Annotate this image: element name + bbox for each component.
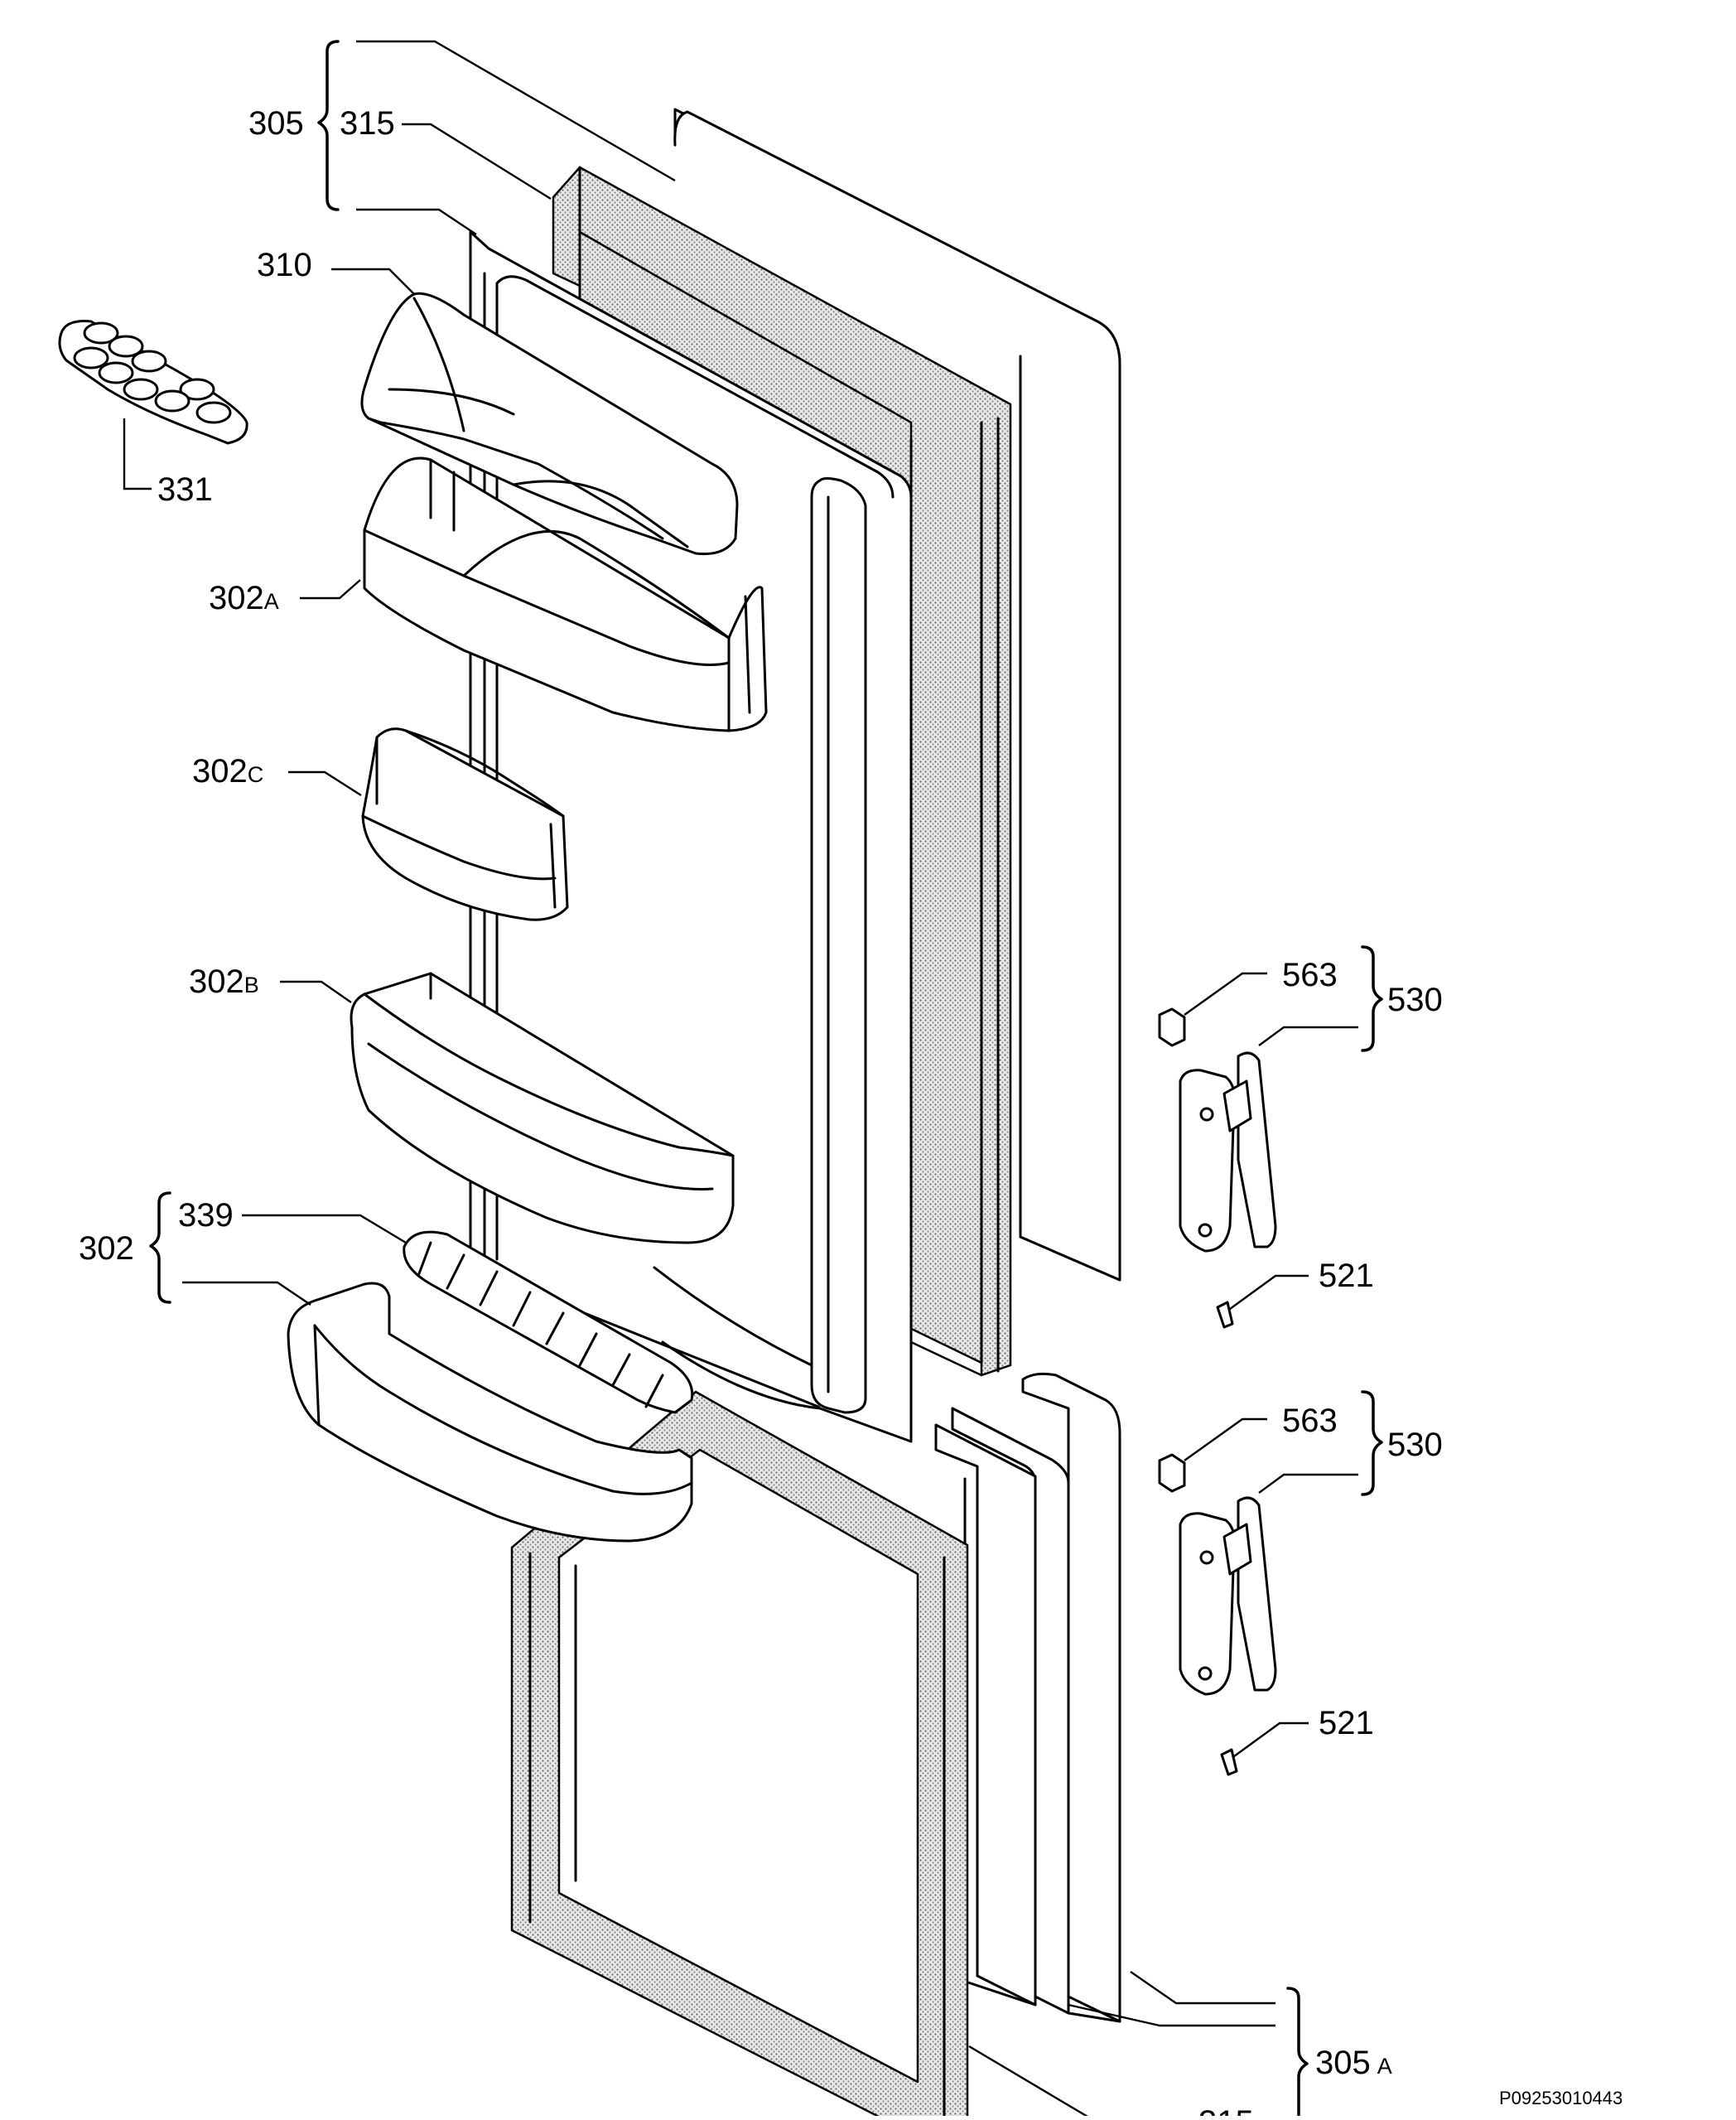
part-label-315a: 315A bbox=[1198, 2104, 1274, 2120]
svg-text:315: 315 bbox=[340, 105, 395, 142]
svg-text:302: 302 bbox=[79, 1230, 134, 1267]
part-label-530-lower: 530 bbox=[1387, 1427, 1443, 1463]
part-label-302b: 302B bbox=[189, 963, 259, 1000]
part-label-530-upper: 530 bbox=[1387, 982, 1443, 1018]
part-label-339: 339 bbox=[178, 1197, 234, 1234]
part-label-305: 305 bbox=[248, 105, 304, 142]
lower-door-outer-panel bbox=[934, 1372, 1121, 2023]
part-label-563-lower: 563 bbox=[1282, 1403, 1338, 1439]
part-label-302a: 302A bbox=[209, 580, 279, 616]
svg-text:310: 310 bbox=[257, 247, 312, 283]
small-door-shelf bbox=[361, 727, 569, 921]
svg-text:305: 305 bbox=[248, 105, 304, 142]
part-label-302: 302 bbox=[79, 1230, 134, 1267]
leader-lines bbox=[123, 40, 1358, 2120]
bottom-bottle-shelf bbox=[287, 1282, 693, 1543]
svg-text:302B: 302B bbox=[189, 963, 259, 1000]
svg-text:339: 339 bbox=[178, 1197, 234, 1234]
svg-text:315A: 315A bbox=[1198, 2104, 1274, 2116]
part-label-315: 315 bbox=[340, 105, 395, 142]
dairy-compartment-lid bbox=[360, 292, 739, 556]
svg-text:521: 521 bbox=[1319, 1705, 1374, 1741]
svg-text:331: 331 bbox=[157, 471, 213, 508]
svg-text:302A: 302A bbox=[209, 580, 279, 616]
upper-door-shelf bbox=[363, 456, 768, 732]
bottle-retainer bbox=[403, 1230, 694, 1414]
svg-text:563: 563 bbox=[1282, 1403, 1338, 1439]
svg-text:302C: 302C bbox=[192, 753, 263, 790]
lower-hinge-assembly bbox=[1158, 1453, 1277, 1776]
part-label-302c: 302C bbox=[192, 753, 263, 790]
part-label-563-upper: 563 bbox=[1282, 957, 1338, 993]
svg-text:530: 530 bbox=[1387, 982, 1443, 1018]
svg-text:563: 563 bbox=[1282, 957, 1338, 993]
egg-tray bbox=[58, 320, 248, 445]
part-label-331: 331 bbox=[157, 471, 213, 508]
svg-text:521: 521 bbox=[1319, 1258, 1374, 1294]
upper-hinge-assembly bbox=[1158, 1007, 1277, 1329]
diagram-reference-code: P09253010443 bbox=[1499, 2088, 1623, 2108]
middle-door-shelf bbox=[350, 972, 735, 1244]
part-label-310: 310 bbox=[257, 247, 312, 283]
part-label-521-lower: 521 bbox=[1319, 1705, 1374, 1741]
part-label-521-upper: 521 bbox=[1319, 1258, 1374, 1294]
braces bbox=[149, 40, 1383, 2120]
svg-text:530: 530 bbox=[1387, 1427, 1443, 1463]
